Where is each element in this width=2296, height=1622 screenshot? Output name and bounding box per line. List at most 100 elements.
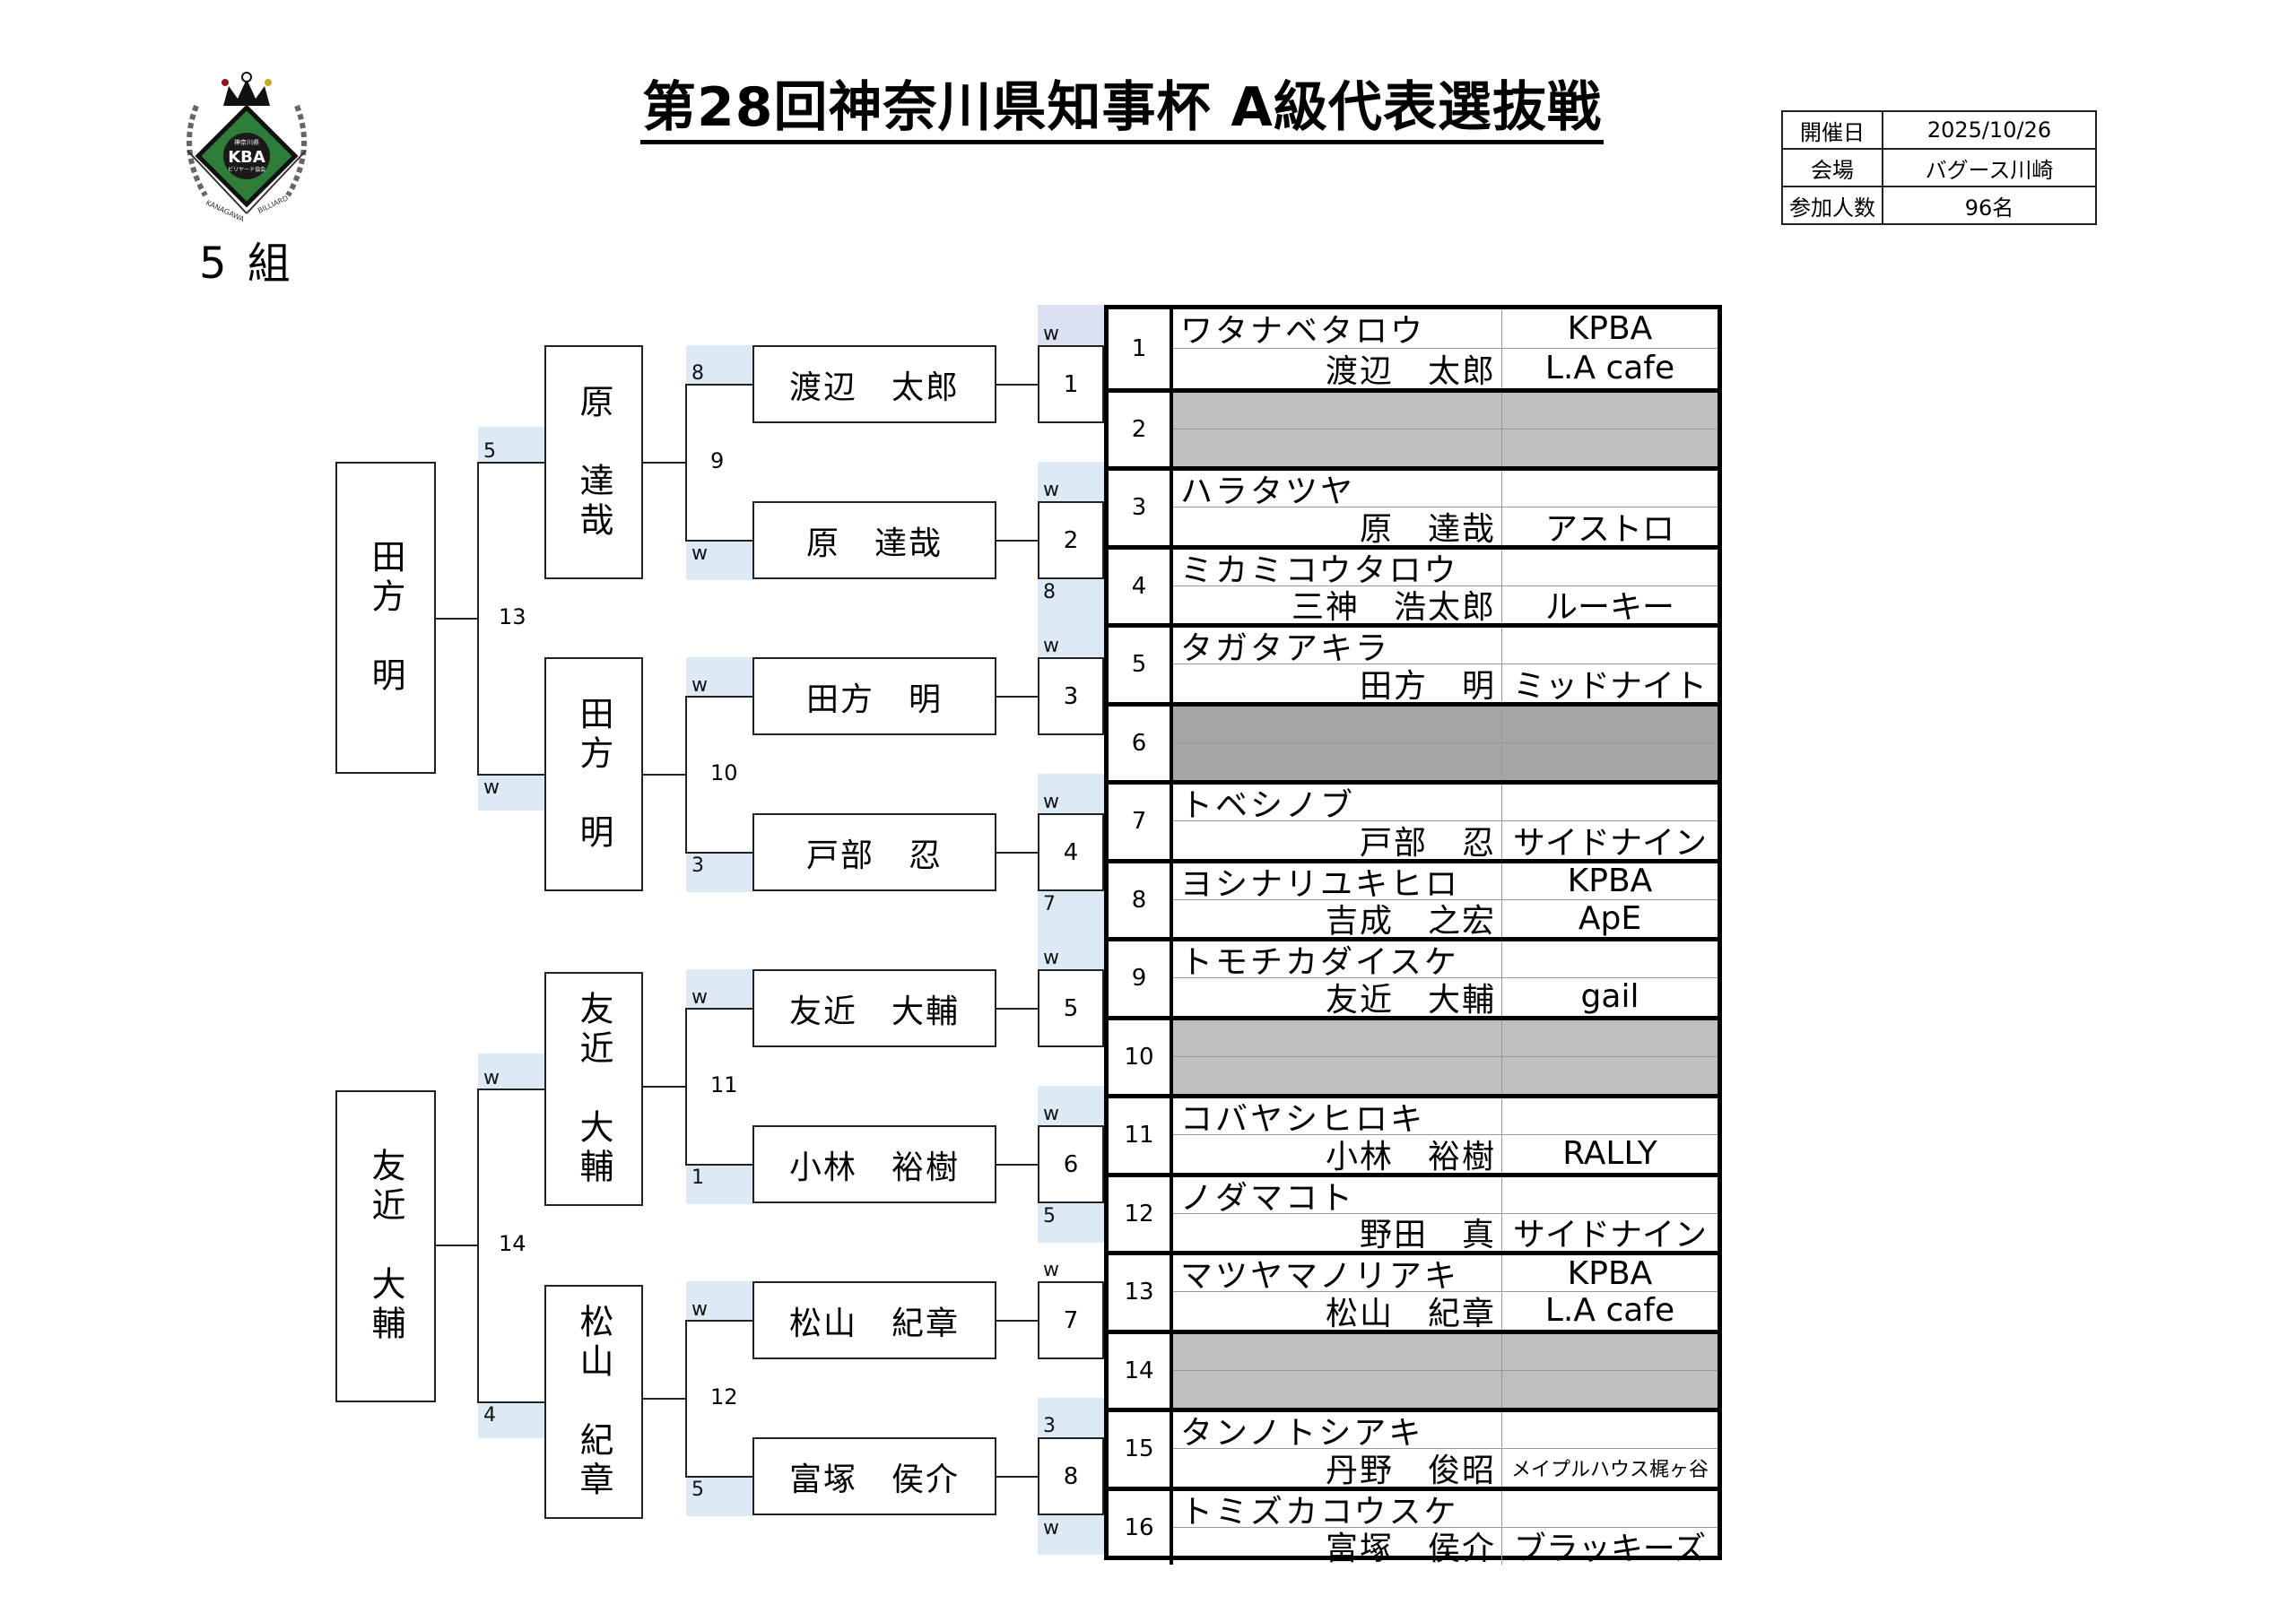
- player-box: 渡辺 太郎: [752, 345, 996, 423]
- result-note: 8: [686, 344, 752, 385]
- match-label: 14: [499, 1231, 526, 1256]
- entry-kana: [1173, 1333, 1501, 1371]
- bracket-line: [685, 1007, 687, 1166]
- note-text: 1: [691, 1166, 704, 1189]
- entry-number: 5: [1109, 628, 1173, 702]
- entry-number: 10: [1109, 1019, 1173, 1094]
- result-note: 7: [1038, 891, 1104, 931]
- entry-club: L.A cafe: [1501, 1292, 1718, 1330]
- semifinal-box: 友近 大輔: [544, 972, 643, 1206]
- match-number-box: 8: [1038, 1437, 1104, 1515]
- info-row-participants: 参加人数 96名: [1781, 186, 2097, 225]
- entry-name: [1173, 429, 1501, 466]
- bracket-line: [686, 1475, 752, 1478]
- entry-number: 14: [1109, 1333, 1173, 1408]
- crown-icon: [222, 72, 272, 106]
- svg-text:KANAGAWA: KANAGAWA: [204, 199, 246, 222]
- bracket-line: [478, 773, 544, 776]
- bracket-line: [685, 695, 687, 854]
- bracket-line: [643, 1397, 686, 1400]
- entry-name: 富塚 侯介: [1325, 1531, 1496, 1568]
- semifinalist-name: 友近 大輔: [574, 990, 613, 1188]
- svg-text:神奈川県: 神奈川県: [234, 138, 259, 146]
- bracket-line: [996, 851, 1038, 854]
- entry-kana: [1173, 706, 1501, 743]
- entry-club: メイプルハウス梶ヶ谷: [1501, 1449, 1718, 1487]
- match-number: 5: [1063, 994, 1079, 1022]
- result-note: w: [1038, 462, 1104, 501]
- result-note: w: [1038, 619, 1104, 657]
- entry-club: ミッドナイト: [1501, 664, 1718, 705]
- info-label: 開催日: [1781, 110, 1883, 150]
- player-box: 原 達哉: [752, 501, 996, 579]
- entry-name: 小林 裕樹: [1325, 1138, 1496, 1175]
- bracket-line: [685, 1319, 687, 1478]
- player-box: 友近 大輔: [752, 969, 996, 1047]
- entry-number: 2: [1109, 392, 1173, 466]
- entry-kana: トモチカダイスケ: [1173, 941, 1501, 981]
- entry-club-primary: KPBA: [1501, 1255, 1718, 1293]
- player-name: 原 達哉: [805, 525, 943, 562]
- bracket-line: [685, 383, 687, 542]
- result-note: w: [686, 656, 752, 697]
- result-note: w: [1038, 305, 1104, 345]
- bracket-line: [686, 1007, 752, 1010]
- entry-club: [1501, 742, 1718, 780]
- entry-name: [1173, 742, 1501, 780]
- match-number: 2: [1063, 526, 1079, 554]
- match-number-box: 3: [1038, 657, 1104, 735]
- info-value: 96名: [1882, 186, 2097, 225]
- entry-number: 12: [1109, 1176, 1173, 1251]
- entry-club-primary: [1501, 549, 1718, 586]
- entry-club-primary: [1501, 628, 1718, 665]
- result-note: w: [1038, 1515, 1104, 1555]
- result-note: w: [1038, 774, 1104, 813]
- kba-logo: 神奈川県 KBA ビリヤード協会 KANAGAWA BILLIARD: [170, 70, 324, 224]
- entry-number: 15: [1109, 1412, 1173, 1487]
- entry-club: [1501, 1056, 1718, 1094]
- entry-name: [1173, 1370, 1501, 1408]
- result-note: 5: [478, 426, 544, 463]
- semifinalist-name: 原 達哉: [574, 383, 613, 542]
- match-number: 1: [1063, 370, 1079, 398]
- laurel-right-icon: [285, 104, 307, 197]
- bracket-line: [436, 1245, 478, 1246]
- note-text: 5: [691, 1478, 704, 1501]
- bracket-line: [478, 461, 544, 464]
- entry-club: アストロ: [1501, 507, 1718, 548]
- entry-kana: ミカミコウタロウ: [1173, 550, 1501, 589]
- entry-kana: タガタアキラ: [1173, 628, 1501, 667]
- svg-text:KBA: KBA: [228, 148, 265, 167]
- entry-number: 11: [1109, 1098, 1173, 1173]
- note-text: 8: [1043, 581, 1056, 603]
- result-note: 3: [686, 852, 752, 892]
- entry-kana: [1173, 392, 1501, 429]
- entry-kana: ノダマコト: [1173, 1177, 1501, 1217]
- note-text: 5: [1043, 1205, 1056, 1227]
- semifinal-box: 田方 明: [544, 657, 643, 891]
- match-number: 7: [1063, 1306, 1079, 1334]
- entry-number: 7: [1109, 785, 1173, 859]
- info-label: 会場: [1781, 148, 1883, 187]
- player-name: 松山 紀章: [788, 1305, 960, 1342]
- entry-row-bye: 14: [1109, 1329, 1718, 1408]
- entry-number: 1: [1109, 309, 1173, 388]
- entry-name: 吉成 之宏: [1325, 903, 1496, 941]
- entry-number: 8: [1109, 863, 1173, 937]
- bracket-line: [643, 1085, 686, 1088]
- note-text: w: [1043, 947, 1059, 969]
- match-number-box: 7: [1038, 1281, 1104, 1359]
- entry-number: 16: [1109, 1490, 1173, 1565]
- entry-name: 野田 真: [1359, 1217, 1496, 1254]
- bracket-line: [996, 1007, 1038, 1010]
- bracket-line: [996, 1163, 1038, 1166]
- entry-name: 丹野 俊昭: [1325, 1452, 1496, 1489]
- info-label: 参加人数: [1781, 186, 1883, 225]
- bracket-line: [643, 461, 686, 464]
- bracket-line: [686, 1319, 752, 1322]
